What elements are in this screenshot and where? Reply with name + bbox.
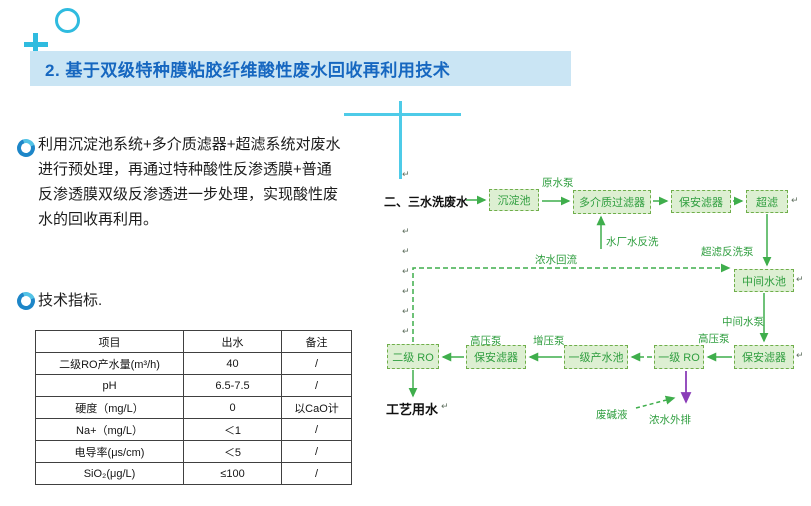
table-cell: SiO₂(μg/L) — [35, 462, 184, 485]
plus-decoration — [33, 33, 38, 57]
table-cell: 40 — [183, 352, 282, 375]
bullet-ring-icon — [14, 289, 38, 313]
paragraph-mark: ↵ — [791, 195, 799, 205]
intro-paragraph: 利用沉淀池系统+多介质滤器+超滤系统对废水进行预处理，再通过特种酸性反渗透膜+普… — [38, 136, 341, 228]
table-cell: ＜1 — [183, 418, 282, 441]
waste-alkali-label: 废碱液 — [596, 409, 628, 421]
box-ro-stage1: 一级 RO — [654, 345, 704, 369]
paragraph-mark: ↵ — [796, 350, 804, 360]
table-cell: 电导率(μs/cm) — [35, 440, 184, 463]
tech-indicators-label: 技术指标. — [38, 292, 103, 309]
table-row: SiO₂(μg/L) ≤100 / — [35, 462, 352, 485]
arrow-concentrate-return — [412, 263, 731, 342]
table-cell: 0 — [183, 396, 282, 419]
box-ultrafiltration: 超滤 — [746, 190, 788, 213]
paragraph-mark: ↵ — [402, 169, 410, 179]
table-cell: ＜5 — [183, 440, 282, 463]
table-row: 电导率(μs/cm) ＜5 / — [35, 440, 352, 463]
table-row: pH 6.5-7.5 / — [35, 374, 352, 397]
table-cell: / — [281, 352, 352, 375]
crosshair-vertical-line — [399, 101, 402, 179]
diagram-source-label: 二、三水洗废水 — [384, 195, 469, 209]
box-guard-filter-3: 保安滤器 — [466, 345, 526, 369]
table-header-row: 项目 出水 备注 — [35, 330, 352, 353]
table-cell: 以CaO计 — [281, 396, 352, 419]
table-cell: 硬度（mg/L） — [35, 396, 184, 419]
box-guard-filter-1: 保安滤器 — [671, 190, 731, 213]
paragraph-mark: ↵ — [402, 306, 410, 316]
table-cell: / — [281, 374, 352, 397]
table-cell: 二级RO产水量(m³/h) — [35, 352, 184, 375]
uf-backwash-pump-label: 超滤反洗泵 — [701, 246, 754, 258]
diagram-output-label: 工艺用水 — [386, 402, 439, 417]
concentrate-return-label: 浓水回流 — [535, 254, 577, 266]
circle-decoration — [55, 8, 80, 33]
table-header: 备注 — [281, 330, 352, 353]
box-ro1-product-tank: 一级产水池 — [564, 345, 628, 369]
table-cell: ≤100 — [183, 462, 282, 485]
booster-pump-label: 增压泵 — [533, 335, 565, 347]
page-title: 2. 基于双级特种膜粘胶纤维酸性废水回收再利用技术 — [45, 61, 451, 80]
table-cell: pH — [35, 374, 184, 397]
paragraph-mark: ↵ — [402, 226, 410, 236]
crosshair-horizontal-line — [344, 113, 461, 116]
table-header: 出水 — [183, 330, 282, 353]
plant-backwash-label: 水厂水反洗 — [606, 236, 659, 248]
box-settling-tank: 沉淀池 — [489, 189, 539, 211]
intermediate-pump-label: 中间水泵 — [722, 316, 764, 328]
table-header: 项目 — [35, 330, 184, 353]
table-cell: / — [281, 462, 352, 485]
box-guard-filter-2: 保安滤器 — [734, 345, 794, 369]
box-intermediate-tank: 中间水池 — [734, 269, 794, 292]
box-multimedia-filter: 多介质过滤器 — [573, 190, 651, 214]
table-cell: / — [281, 418, 352, 441]
table-cell: / — [281, 440, 352, 463]
paragraph-mark: ↵ — [402, 266, 410, 276]
title-bar: 2. 基于双级特种膜粘胶纤维酸性废水回收再利用技术 — [30, 51, 571, 86]
indicators-table: 项目 出水 备注 二级RO产水量(m³/h) 40 / pH 6.5-7.5 /… — [35, 330, 352, 485]
bullet-ring-icon — [14, 136, 38, 160]
table-row: 硬度（mg/L） 0 以CaO计 — [35, 396, 352, 419]
high-pressure-pump-label: 高压泵 — [470, 335, 502, 347]
table-cell: Na+（mg/L） — [35, 418, 184, 441]
paragraph-mark: ↵ — [441, 401, 449, 411]
paragraph-mark: ↵ — [402, 326, 410, 336]
paragraph-mark: ↵ — [796, 274, 804, 284]
high-pressure-pump-label: 高压泵 — [698, 333, 730, 345]
box-ro-stage2: 二级 RO — [387, 344, 439, 369]
table-row: Na+（mg/L） ＜1 / — [35, 418, 352, 441]
table-row: 二级RO产水量(m³/h) 40 / — [35, 352, 352, 375]
arrow-waste-alkali — [635, 395, 676, 409]
paragraph-mark: ↵ — [402, 246, 410, 256]
raw-water-pump-label: 原水泵 — [542, 177, 574, 189]
table-cell: 6.5-7.5 — [183, 374, 282, 397]
concentrate-discharge-label: 浓水外排 — [649, 414, 691, 426]
paragraph-mark: ↵ — [402, 286, 410, 296]
